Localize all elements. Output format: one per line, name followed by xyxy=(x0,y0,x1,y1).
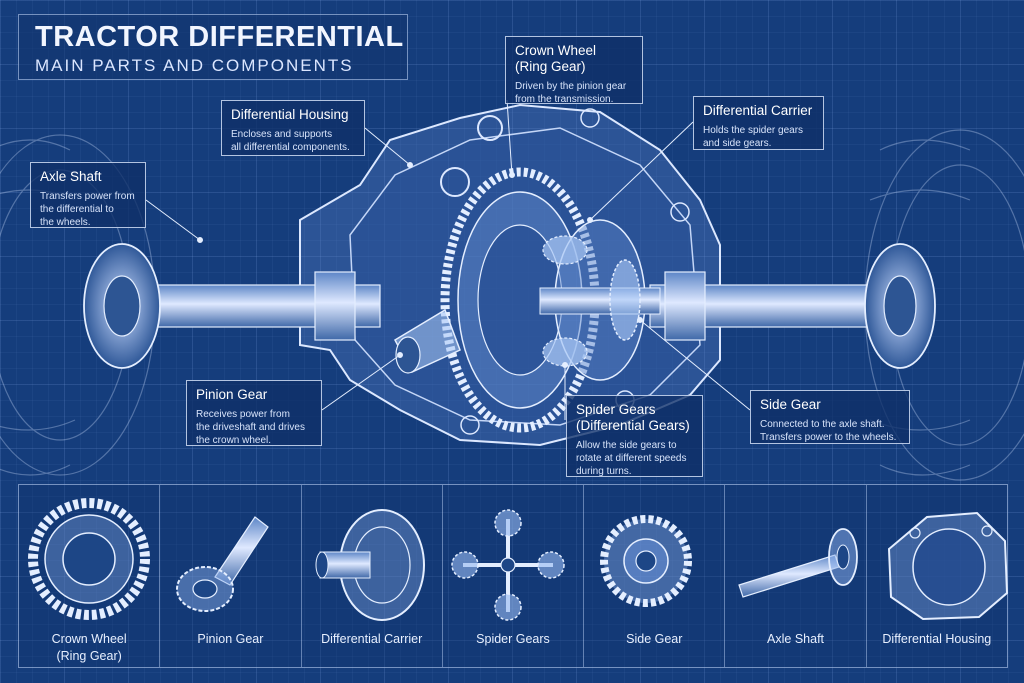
panel-label: Axle Shaft xyxy=(767,632,825,646)
axle-shaft-icon xyxy=(738,528,859,598)
callout-crown-wheel: Crown Wheel(Ring Gear) Driven by the pin… xyxy=(505,36,643,105)
panel-label: Differential Carrier xyxy=(321,632,423,646)
page-subtitle: MAIN PARTS AND COMPONENTS xyxy=(35,56,354,75)
panel-label: Spider Gears xyxy=(476,632,550,646)
page-title: TRACTOR DIFFERENTIAL xyxy=(35,21,404,53)
callout-title: Differential Housing xyxy=(231,107,349,122)
callout-title: Axle Shaft xyxy=(40,169,102,184)
component-panels: Crown Wheel(Ring Gear) Pinion Gear Diffe… xyxy=(18,484,1008,668)
leader-lines xyxy=(145,99,751,420)
axle-left-shape xyxy=(83,243,381,369)
panel-label: Pinion Gear xyxy=(197,632,264,646)
panel-pinion-gear: Pinion Gear xyxy=(160,485,302,667)
panel-label: Side Gear xyxy=(626,632,683,646)
panel-spider-gears: Spider Gears xyxy=(443,485,585,667)
pinion-gear-icon xyxy=(176,516,270,612)
callout-title: Spider Gears(Differential Gears) xyxy=(576,402,690,433)
pinion-gear-shape xyxy=(394,308,461,374)
callout-description: Connected to the axle shaft.Transfers po… xyxy=(760,419,897,443)
title-box: TRACTOR DIFFERENTIAL MAIN PARTS AND COMP… xyxy=(18,14,408,80)
panel-side-gear: Side Gear xyxy=(584,485,726,667)
spider-gears-icon xyxy=(451,509,565,621)
panel-crown-wheel: Crown Wheel(Ring Gear) xyxy=(19,485,161,667)
callout-title: Pinion Gear xyxy=(196,387,268,402)
differential-carrier-icon xyxy=(315,509,425,621)
callout-title: Differential Carrier xyxy=(703,103,813,118)
side-gear-icon xyxy=(600,515,693,607)
crown-wheel-icon xyxy=(28,498,150,620)
callout-title: Crown Wheel(Ring Gear) xyxy=(515,43,597,74)
panel-axle-shaft: Axle Shaft xyxy=(725,485,867,667)
panel-differential-housing: Differential Housing xyxy=(867,485,1008,667)
callout-differential-carrier: Differential Carrier Holds the spider ge… xyxy=(693,96,824,150)
panel-differential-carrier: Differential Carrier xyxy=(302,485,443,667)
callout-differential-housing: Differential Housing Encloses and suppor… xyxy=(221,100,365,156)
callout-side-gear: Side Gear Connected to the axle shaft.Tr… xyxy=(750,390,910,444)
differential-housing-icon xyxy=(887,511,1008,621)
callout-title: Side Gear xyxy=(760,397,821,412)
callout-spider-gears: Spider Gears(Differential Gears) Allow t… xyxy=(566,395,703,477)
axle-right-shape xyxy=(649,243,936,369)
panel-label: Crown Wheel(Ring Gear) xyxy=(51,632,127,663)
panel-label: Differential Housing xyxy=(882,632,992,646)
spider-gears-shape xyxy=(542,235,641,367)
